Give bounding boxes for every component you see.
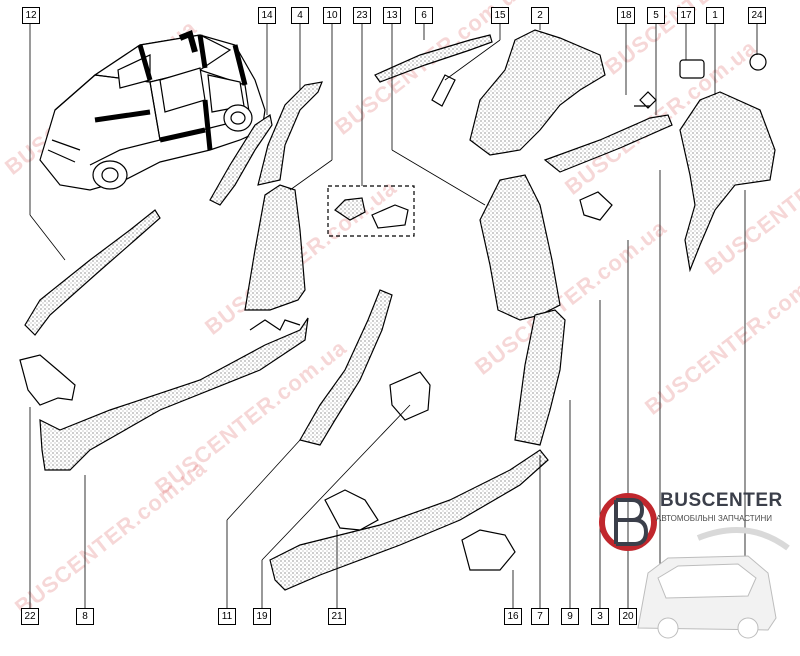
callout-number: 14: [258, 7, 276, 24]
callout-number: 17: [677, 7, 695, 24]
callout-number: 13: [383, 7, 401, 24]
part-11-pillar-trim: [299, 289, 393, 446]
callout-number: 20: [619, 608, 637, 625]
part-21-bracket: [324, 489, 379, 531]
callout-number: 18: [617, 7, 635, 24]
logo-mark-icon: [599, 493, 790, 639]
part-5-strip: [543, 114, 673, 173]
callout-number: 9: [561, 608, 579, 625]
callout-number: 7: [531, 608, 549, 625]
part-15-cover: [431, 74, 456, 107]
part-1-rear-trim: [679, 91, 776, 273]
car-illustration: [39, 29, 266, 191]
callout-number: 4: [291, 7, 309, 24]
part-18-screw: [634, 91, 657, 109]
callout-number: 11: [218, 608, 236, 625]
part-24-clip: [749, 53, 767, 71]
part-7-lower-trim: [269, 449, 549, 591]
part-8-sill-trim: [39, 317, 309, 471]
logo-tagline: АВТОМОБІЛЬНІ ЗАПЧАСТИНИ: [656, 514, 772, 523]
part-16-clip-group: [461, 529, 516, 571]
part-23-clips: [334, 197, 366, 221]
callout-number: 2: [531, 7, 549, 24]
part-9-panel: [514, 309, 566, 446]
callout-number: 21: [328, 608, 346, 625]
callout-number: 1: [706, 7, 724, 24]
callout-number: 16: [504, 608, 522, 625]
part-2-quarter-trim: [469, 29, 606, 156]
callout-number: 6: [415, 7, 433, 24]
part-10-b-pillar-panel: [244, 184, 306, 311]
callout-number: 10: [323, 7, 341, 24]
part-3-pillar-trim: [479, 174, 561, 321]
callout-number: 15: [491, 7, 509, 24]
callout-number: 3: [591, 608, 609, 625]
callout-number: 24: [748, 7, 766, 24]
part-17-plug: [679, 59, 705, 79]
part-20-clip: [579, 191, 613, 221]
callout-number: 5: [647, 7, 665, 24]
part-14-pillar-trim: [209, 114, 273, 206]
part-6-strip: [374, 34, 493, 83]
logo-brand-name: BUSCENTER: [660, 490, 783, 511]
part-19-bracket: [389, 371, 431, 421]
callout-number: 22: [21, 608, 39, 625]
callout-number: 8: [76, 608, 94, 625]
part-12-roof-rail-trim: [24, 209, 161, 336]
part-4-pillar-trim: [257, 81, 323, 186]
callout-number: 23: [353, 7, 371, 24]
callout-number: 12: [22, 7, 40, 24]
part-22-bracket: [19, 354, 76, 406]
buscenter-logo: BUSCENTER АВТОМОБІЛЬНІ ЗАПЧАСТИНИ: [598, 478, 794, 650]
callout-number: 19: [253, 608, 271, 625]
